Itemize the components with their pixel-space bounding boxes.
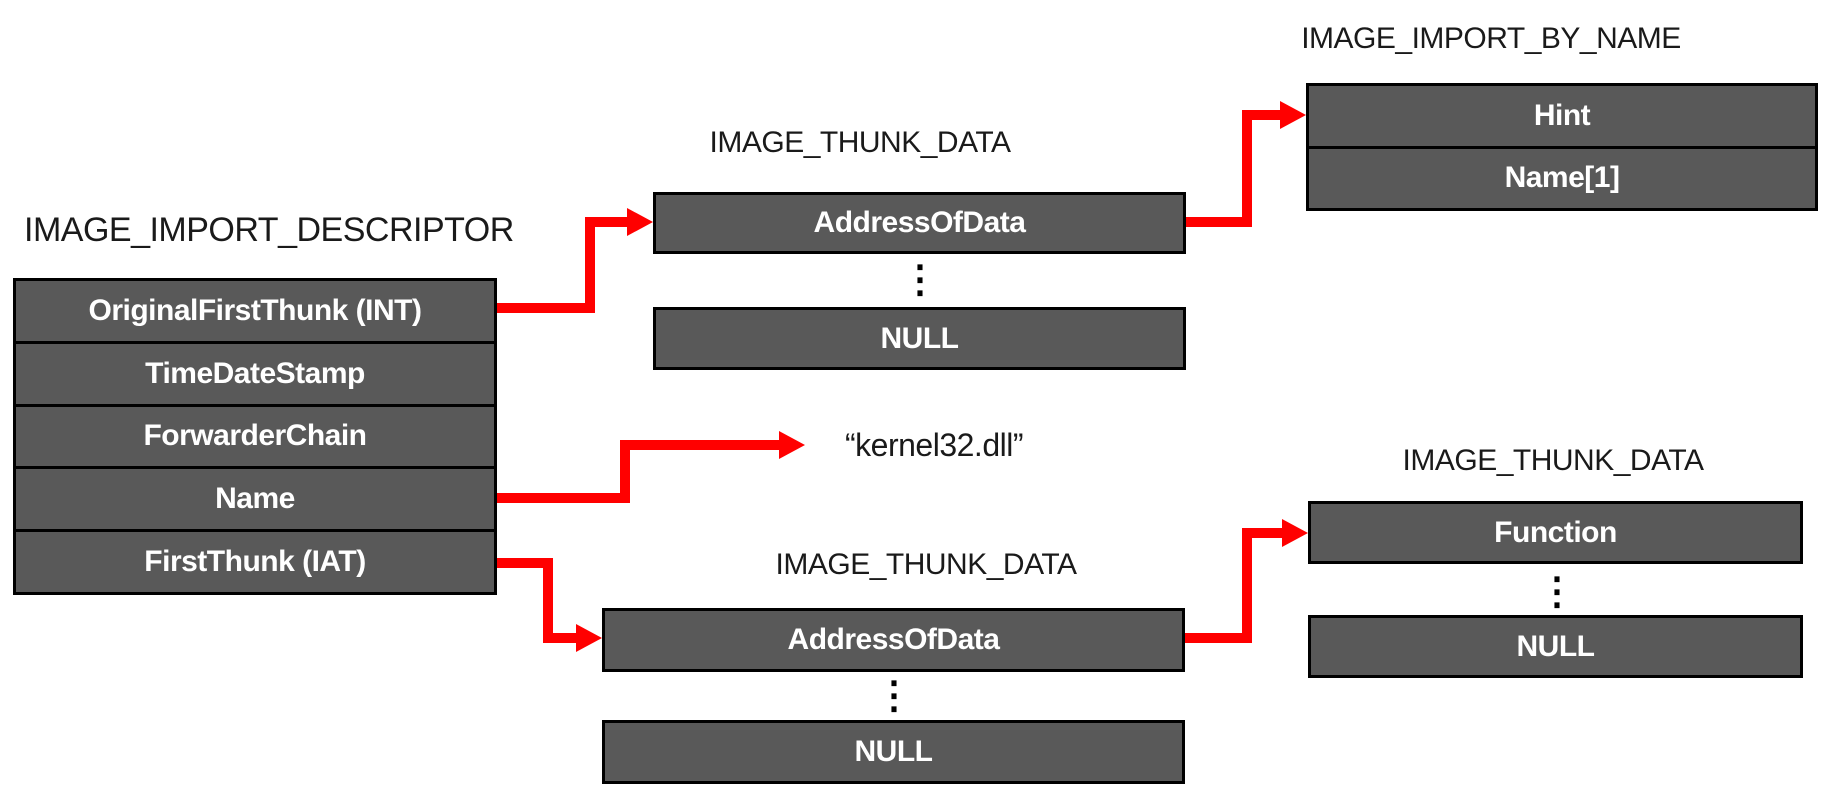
thunk-top-null-box: NULL — [653, 307, 1186, 370]
descriptor-row-time-date-stamp: TimeDateStamp — [16, 340, 494, 404]
import-by-name-row-hint: Hint — [1533, 98, 1591, 132]
arrow-segment — [585, 217, 627, 227]
import-by-name-row-name1: Name[1] — [1309, 145, 1815, 209]
descriptor-row-first-thunk: FirstThunk (IAT) — [16, 529, 494, 592]
descriptor-row-forwarder-chain: ForwarderChain — [16, 403, 494, 467]
arrow-segment — [1242, 528, 1282, 538]
descriptor-row-name: Name — [16, 466, 494, 529]
thunk-top-row-address-of-data: AddressOfData — [813, 206, 1026, 239]
arrow-segment — [1185, 633, 1252, 643]
thunk-top-ellipsis: ⋮ — [901, 259, 939, 301]
arrowhead-icon — [627, 208, 653, 236]
arrow-segment — [497, 558, 553, 568]
import-by-name-table: Hint Name[1] — [1306, 83, 1818, 211]
arrow-segment — [543, 633, 576, 643]
arrow-segment — [620, 440, 630, 503]
descriptor-title: IMAGE_IMPORT_DESCRIPTOR — [24, 211, 514, 249]
thunk-top-row-null: NULL — [880, 321, 959, 355]
arrowhead-icon — [576, 624, 602, 652]
thunk-bottom-row-address-of-data: AddressOfData — [787, 623, 1000, 656]
arrowhead-icon — [1280, 101, 1306, 129]
thunk-bottom-row-null: NULL — [854, 735, 933, 768]
arrow-segment — [543, 558, 553, 643]
thunk-bottom-null-box: NULL — [602, 720, 1185, 784]
arrow-segment — [585, 217, 595, 313]
thunk-bottom-ellipsis: ⋮ — [875, 675, 913, 717]
thunk-right-row-function: Function — [1494, 515, 1617, 549]
thunk-right-function-box: Function — [1308, 501, 1803, 564]
arrow-segment — [1242, 528, 1252, 643]
arrow-segment — [497, 303, 595, 313]
import-by-name-title: IMAGE_IMPORT_BY_NAME — [1301, 22, 1681, 55]
thunk-bottom-title: IMAGE_THUNK_DATA — [775, 548, 1077, 581]
arrow-segment — [1186, 217, 1252, 227]
thunk-top-address-of-data-box: AddressOfData — [653, 192, 1186, 254]
arrow-segment — [1242, 110, 1280, 120]
descriptor-table: OriginalFirstThunk (INT) TimeDateStamp F… — [13, 278, 497, 595]
thunk-right-null-box: NULL — [1308, 615, 1803, 678]
arrow-segment — [497, 493, 630, 503]
thunk-right-ellipsis: ⋮ — [1538, 571, 1576, 613]
arrowhead-icon — [1282, 519, 1308, 547]
thunk-top-title: IMAGE_THUNK_DATA — [709, 126, 1011, 159]
dll-name-label: “kernel32.dll” — [845, 427, 1023, 463]
arrow-segment — [1242, 110, 1252, 227]
thunk-right-title: IMAGE_THUNK_DATA — [1402, 444, 1704, 477]
arrowhead-icon — [779, 431, 805, 459]
thunk-bottom-address-of-data-box: AddressOfData — [602, 608, 1185, 672]
arrow-segment — [620, 440, 779, 450]
descriptor-row-original-first-thunk: OriginalFirstThunk (INT) — [88, 293, 423, 327]
thunk-right-row-null: NULL — [1516, 629, 1595, 663]
